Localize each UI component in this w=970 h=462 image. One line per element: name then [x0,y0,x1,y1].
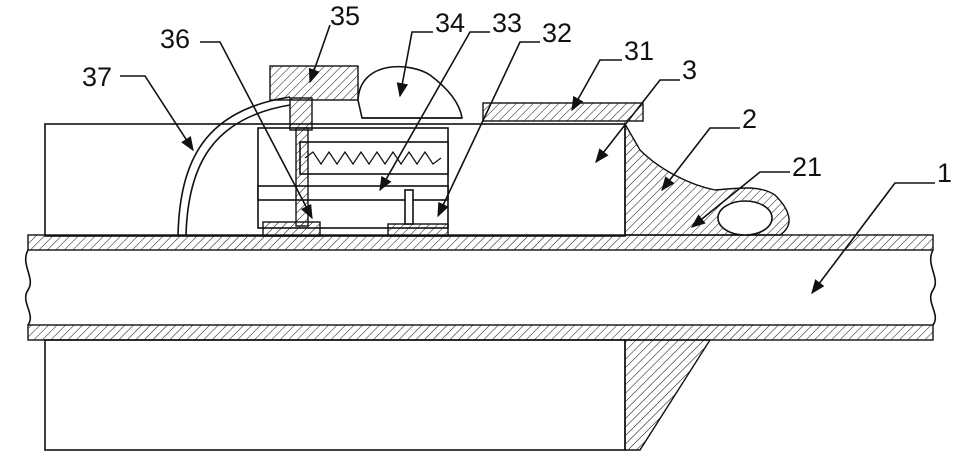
label-35: 35 [330,1,360,31]
label-37: 37 [82,62,112,92]
seal-2-upper [625,124,789,450]
label-36: 36 [160,24,190,54]
label-21: 21 [792,152,822,182]
label-32: 32 [542,18,572,48]
plate-31 [483,103,643,121]
inner-housing [258,128,448,236]
label-3: 3 [682,55,697,85]
label-34: 34 [435,8,465,38]
label-2: 2 [742,104,757,134]
pipe-1 [26,235,936,340]
label-1: 1 [937,158,952,188]
ring-21 [718,201,772,235]
label-31: 31 [624,36,654,66]
label-33: 33 [492,8,522,38]
